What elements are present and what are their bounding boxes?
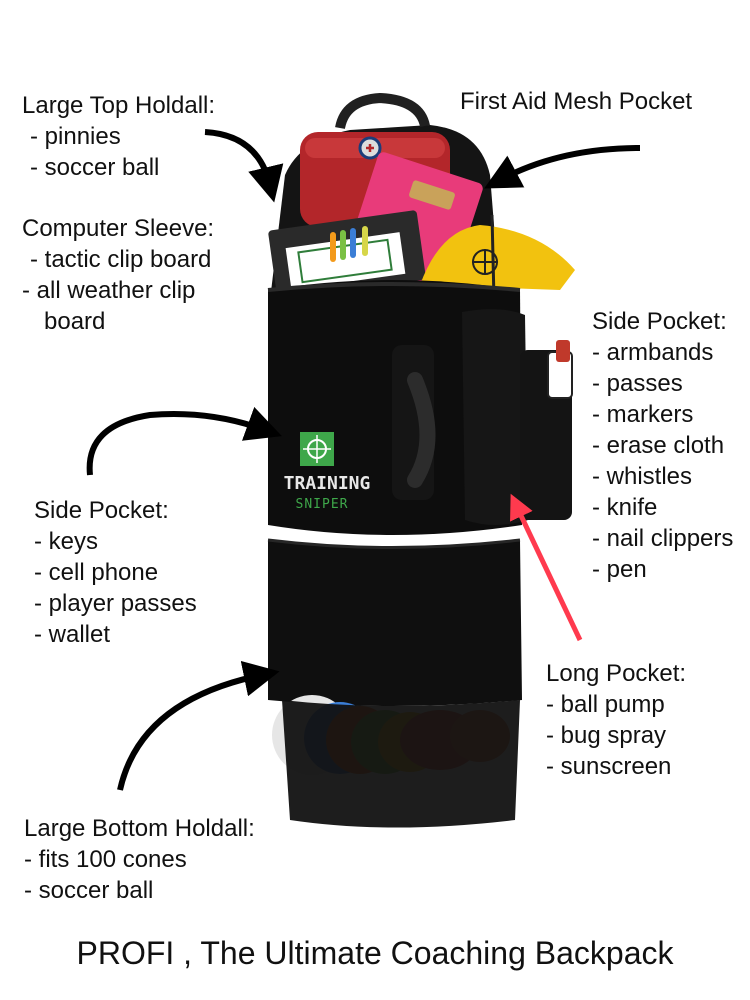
label-bottom-holdall-title: Large Bottom Holdall: xyxy=(24,815,255,842)
label-computer-sleeve: Computer Sleeve: - tactic clip board - a… xyxy=(22,213,214,337)
label-first-aid-title: First Aid Mesh Pocket xyxy=(460,88,693,115)
arrow-bottom-holdall xyxy=(117,660,280,791)
backpack-lower-compartment xyxy=(267,538,522,706)
list-item: - tactic clip board xyxy=(30,246,212,273)
label-top-holdall-title: Large Top Holdall: xyxy=(22,92,216,119)
list-item: - soccer ball xyxy=(24,877,154,904)
list-item: - cell phone xyxy=(34,559,159,586)
list-item: - nail clippers xyxy=(592,525,734,552)
arrow-side-pocket-left xyxy=(86,406,282,476)
logo-title: TRAINING xyxy=(284,473,371,494)
list-item: - wallet xyxy=(34,621,111,648)
list-item: - bug spray xyxy=(546,722,667,749)
label-long-pocket: Long Pocket: - ball pump - bug spray - s… xyxy=(546,658,686,782)
list-item: board xyxy=(44,308,106,335)
list-item: - whistles xyxy=(592,463,693,490)
arrow-long-pocket xyxy=(510,493,583,642)
arrow-first-aid xyxy=(484,145,641,189)
training-sniper-logo xyxy=(300,432,334,466)
label-side-pocket-left: Side Pocket: - keys - cell phone - playe… xyxy=(34,495,197,650)
list-item: - ball pump xyxy=(546,691,665,718)
label-first-aid: First Aid Mesh Pocket xyxy=(460,86,692,117)
right-side-pocket xyxy=(520,340,573,520)
list-item: - armbands xyxy=(592,339,714,366)
list-item: - knife xyxy=(592,494,658,521)
label-side-pocket-right: Side Pocket: - armbands - passes - marke… xyxy=(592,306,733,585)
list-item: - erase cloth xyxy=(592,432,725,459)
label-side-pocket-left-title: Side Pocket: xyxy=(34,497,169,524)
backpack-main-compartment xyxy=(267,280,522,535)
list-item: - pinnies xyxy=(30,123,121,150)
list-item: - fits 100 cones xyxy=(24,846,187,873)
list-item: - sunscreen xyxy=(546,753,672,780)
list-item: - all weather clip xyxy=(22,277,196,304)
list-item: - soccer ball xyxy=(30,154,160,181)
label-top-holdall: Large Top Holdall: - pinnies - soccer ba… xyxy=(22,90,215,183)
label-long-pocket-title: Long Pocket: xyxy=(546,660,687,687)
logo-subtitle: SNIPER xyxy=(296,497,349,512)
page-caption: PROFI , The Ultimate Coaching Backpack xyxy=(76,935,674,971)
label-bottom-holdall: Large Bottom Holdall: - fits 100 cones -… xyxy=(24,813,255,906)
list-item: - keys xyxy=(34,528,99,555)
label-side-pocket-right-title: Side Pocket: xyxy=(592,308,727,335)
list-item: - passes xyxy=(592,370,683,397)
tactic-clipboard xyxy=(268,210,426,300)
list-item: - markers xyxy=(592,401,694,428)
long-pocket xyxy=(462,309,528,525)
arrow-top-holdall xyxy=(204,129,284,203)
list-item: - player passes xyxy=(34,590,197,617)
label-computer-sleeve-title: Computer Sleeve: xyxy=(22,215,215,242)
backpack-bottom-holdall xyxy=(282,700,520,828)
list-item: - pen xyxy=(592,556,647,583)
